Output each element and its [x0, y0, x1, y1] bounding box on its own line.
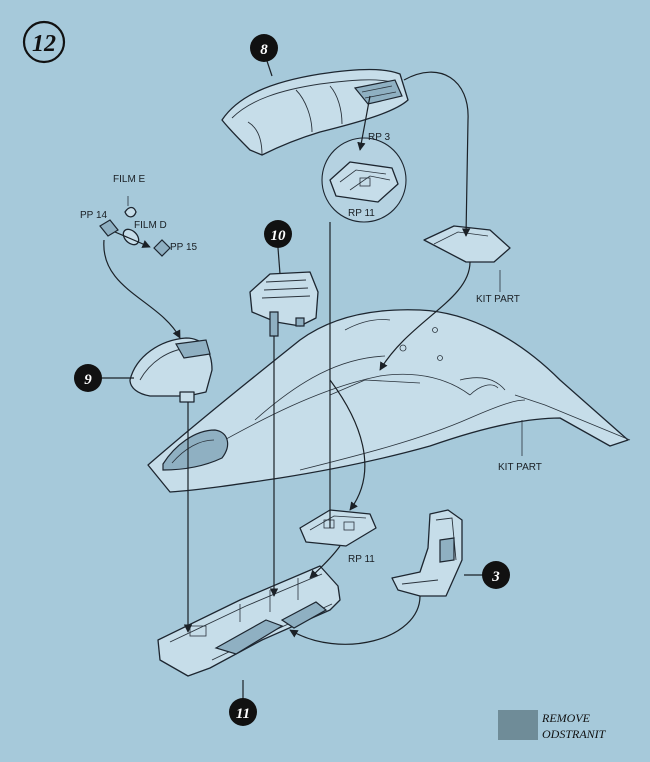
- callout-10: 10: [264, 220, 292, 275]
- svg-text:9: 9: [84, 372, 92, 388]
- label-film-d: FILM D: [134, 220, 167, 231]
- legend-line-2: ODSTRANIT: [542, 727, 607, 741]
- callout-9: 9: [74, 364, 134, 392]
- step-number: 12: [32, 31, 56, 57]
- part-10-instrument: [249, 271, 319, 337]
- svg-text:8: 8: [260, 42, 268, 58]
- label-pp14: PP 14: [80, 210, 107, 221]
- legend-line-1: REMOVE: [541, 711, 591, 725]
- photoetch-parts-group: [99, 196, 171, 257]
- callout-11: 11: [229, 680, 257, 726]
- legend-swatch: [498, 710, 538, 740]
- rp11-instrument-panel: [299, 509, 377, 547]
- callout-3: 3: [464, 561, 510, 589]
- part-11-cockpit-tub: [157, 565, 341, 677]
- svg-text:10: 10: [271, 228, 287, 244]
- label-rp11-top: RP 11: [348, 208, 375, 219]
- label-film-e: FILM E: [113, 174, 146, 185]
- fuselage-kit-part: [147, 309, 631, 493]
- kit-part-canopy-mount: [423, 225, 511, 263]
- label-kit-part-right: KIT PART: [498, 462, 542, 473]
- label-pp15: PP 15: [170, 242, 197, 253]
- rp11-detail-inset: [321, 137, 407, 223]
- assembly-lead-lines: [103, 71, 523, 645]
- label-kit-part-top: KIT PART: [476, 294, 520, 305]
- step-number-badge: 12: [22, 20, 66, 64]
- legend-remove: REMOVE ODSTRANIT: [498, 710, 607, 741]
- label-rp11-bottom: RP 11: [348, 554, 375, 565]
- callout-8: 8: [250, 34, 278, 77]
- part-8-canopy: [221, 68, 409, 156]
- svg-text:3: 3: [491, 569, 500, 585]
- label-rp3: RP 3: [368, 132, 390, 143]
- part-3-ejection-seat: [391, 509, 463, 597]
- svg-text:11: 11: [236, 706, 250, 722]
- part-9-coaming: [129, 337, 213, 403]
